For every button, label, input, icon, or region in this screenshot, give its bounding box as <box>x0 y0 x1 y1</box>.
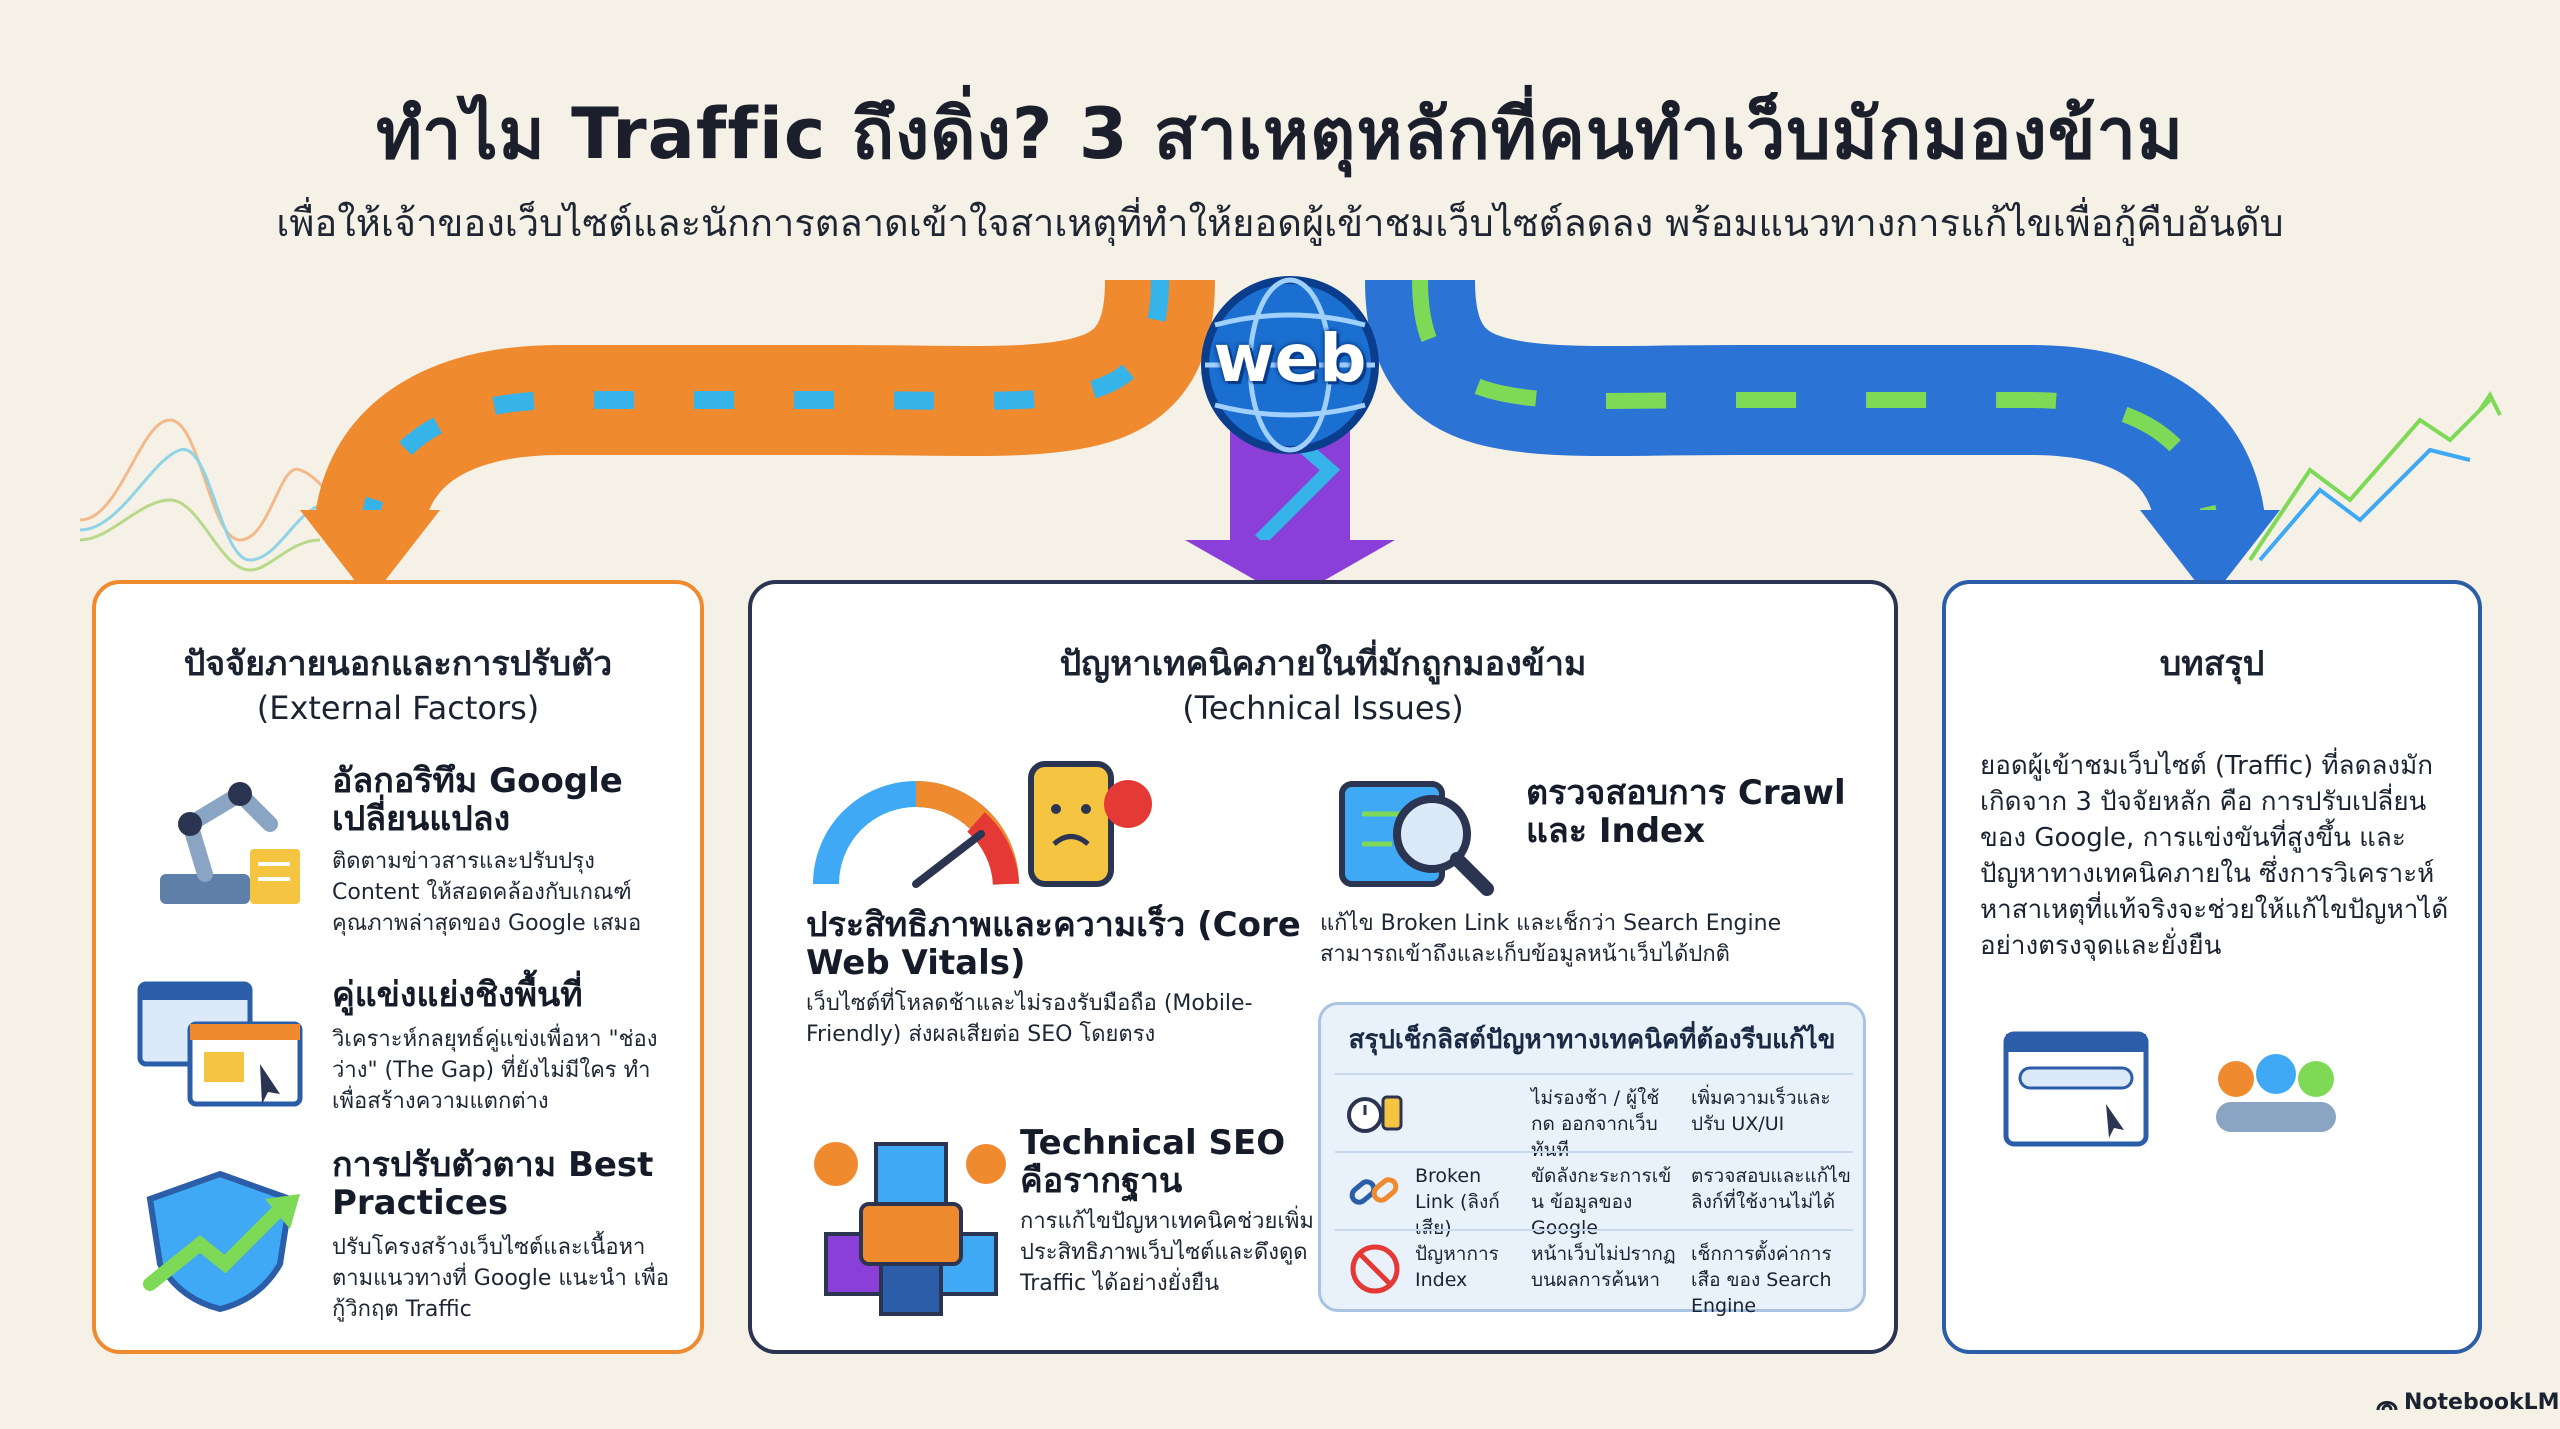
checklist-problem: ปัญหาการ Index <box>1415 1243 1499 1291</box>
checklist-row: ปัญหาการ Index หน้าเว็บไม่ปรากฏ บนผลการค… <box>1335 1229 1853 1317</box>
item-head-technical-seo: Technical SEO คือรากฐาน <box>1020 1123 1286 1201</box>
technical-checklist: สรุปเช็กลิสต์ปัญหาทางเทคนิคที่ต้องรีบแก้… <box>1318 1002 1866 1317</box>
broken-link-icon <box>1349 1177 1399 1205</box>
right-flow-arrow <box>1365 278 2280 600</box>
item-body-google-algorithm: ติดตามข่าวสารและปรับปรุง Content ให้สอดค… <box>332 849 642 936</box>
clock-phone-icon <box>1347 1095 1403 1133</box>
seo-cubes-icon <box>814 1142 1006 1316</box>
left-flow-arrow <box>300 278 1215 600</box>
item-head-core-web-vitals: ประสิทธิภาพและความเร็ว (Core Web Vitals) <box>806 905 1301 983</box>
checklist-title: สรุปเช็กลิสต์ปัญหาทางเทคนิคที่ต้องรีบแก้… <box>1348 1025 1836 1055</box>
notebooklm-logo-icon <box>2376 1401 2398 1411</box>
browser-windows-icon <box>137 981 303 1107</box>
checklist-problem: Broken Link (ลิงก์เสีย) <box>1415 1165 1500 1239</box>
magnifier-chip-icon <box>1339 781 1494 896</box>
item-head-competitors: คู่แข่งแย่งชิงพื้นที่ <box>332 975 583 1015</box>
checklist-solution: เช็กการตั้งค่าการเสือ ของ Search Engine <box>1691 1243 1832 1317</box>
checklist-impact: หน้าเว็บไม่ปรากฏ บนผลการค้นหา <box>1531 1243 1676 1291</box>
shield-growth-icon <box>143 1170 300 1313</box>
item-body-competitors: วิเคราะห์กลยุทธ์คู่แข่งเพื่อหา "ช่องว่าง… <box>332 1027 658 1114</box>
checklist-solution: เพิ่มความเร็วและ ปรับ UX/UI <box>1691 1087 1831 1135</box>
item-head-best-practices: การปรับตัวตาม Best Practices <box>332 1145 654 1223</box>
sound-wave-decoration <box>79 418 381 572</box>
globe-icon <box>1201 276 1379 454</box>
search-team-icon <box>2003 1031 2336 1147</box>
brand-label: NotebookLM <box>2376 1390 2559 1415</box>
checklist-impact: ไม่รองช้า / ผู้ใช้กด ออกจากเว็บทันที <box>1531 1087 1660 1161</box>
item-head-crawl-index: ตรวจสอบการ Crawl และ Index <box>1526 773 1846 851</box>
checklist-row: Broken Link (ลิงก์เสีย) ขัดลังกะระการเข้… <box>1335 1151 1853 1239</box>
page-title: ทำไม Traffic ถึงดิ่ง? 3 สาเหตุหลักที่คนท… <box>375 93 2185 175</box>
page-subtitle: เพื่อให้เจ้าของเว็บไซต์และนักการตลาดเข้า… <box>276 201 2284 245</box>
external-factors-card: ปัจจัยภายนอกและการปรับตัว (External Fact… <box>92 580 704 1354</box>
item-body-crawl-index: แก้ไข Broken Link และเช็กว่า Search Engi… <box>1320 911 1782 967</box>
growth-chart-decoration <box>2248 391 2502 562</box>
item-body-technical-seo: การแก้ไขปัญหาเทคนิคช่วยเพิ่มประสิทธิภาพเ… <box>1020 1209 1314 1296</box>
checklist-row: ไม่รองช้า / ผู้ใช้กด ออกจากเว็บทันที เพิ… <box>1335 1073 1853 1161</box>
technical-issues-title: ปัญหาเทคนิคภายในที่มักถูกมองข้าม (Techni… <box>1059 644 1587 727</box>
web-label: web <box>1213 320 1367 397</box>
item-body-core-web-vitals: เว็บไซต์ที่โหลดช้าและไม่รองรับมือถือ (Mo… <box>806 991 1253 1047</box>
checklist-impact: ขัดลังกะระการเข้น ข้อมูลของ Google <box>1531 1165 1672 1239</box>
summary-text: ยอดผู้เข้าชมเว็บไซต์ (Traffic) ที่ลดลงมั… <box>1980 751 2449 961</box>
external-factors-title: ปัจจัยภายนอกและการปรับตัว (External Fact… <box>183 644 613 727</box>
speed-gauge-icon <box>813 761 1152 888</box>
checklist-solution: ตรวจสอบและแก้ไข ลิงก์ที่ใช้งานไม่ได้ <box>1691 1165 1851 1213</box>
summary-title: บทสรุป <box>2159 644 2265 684</box>
summary-card: บทสรุป <box>1942 580 2482 1354</box>
item-head-google-algorithm: อัลกอริทึม Google เปลี่ยนแปลง <box>332 761 623 839</box>
item-body-best-practices: ปรับโครงสร้างเว็บไซต์และเนื้อหา ตามแนวทา… <box>332 1235 670 1322</box>
no-index-icon <box>1350 1244 1400 1294</box>
robot-arm-icon <box>160 782 300 904</box>
